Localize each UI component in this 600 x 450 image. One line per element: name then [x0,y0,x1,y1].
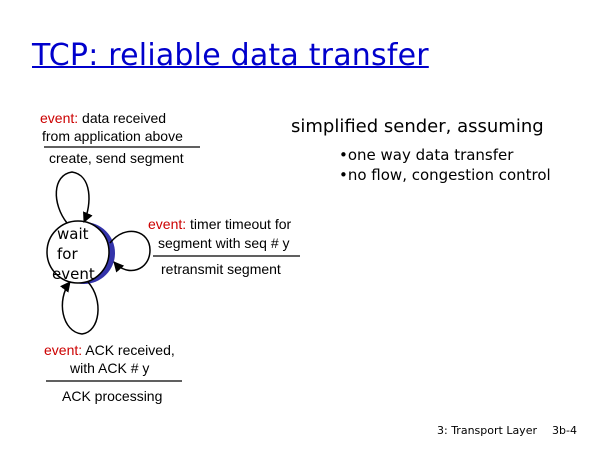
loop-arrow-right [109,230,151,273]
slide-title: TCP: reliable data transfer [32,38,429,73]
transition-bottom-event-line-1: event: ACK received, [44,342,175,358]
assumption-item: •no flow, congestion control [339,166,551,184]
loop-arrow-top [55,171,93,224]
assumptions-list: •one way data transfer •no flow, congest… [339,145,551,185]
transition-top-label: event: data received from application ab… [40,110,200,166]
transition-bottom-label: event: ACK received, with ACK # y ACK pr… [44,342,182,404]
transition-top-action: create, send segment [49,150,184,166]
footer-chapter: 3: Transport Layer [437,424,537,437]
loop-arrow-bottom [60,281,99,335]
state-circle [46,220,110,284]
footer-page-number: 3b-4 [552,424,577,437]
state-wait-for-event: wait for event [46,220,115,284]
assumptions-heading: simplified sender, assuming [291,116,544,137]
state-label-line-3: event [52,265,95,283]
transition-top-event-line-1: event: data received [40,110,166,126]
transition-right-label: event: timer timeout for segment with se… [148,216,300,277]
transition-top-event-line-2: from application above [42,128,183,144]
state-label-line-2: for [57,245,78,263]
assumption-item: •one way data transfer [339,146,514,164]
transition-right-event-line-1: event: timer timeout for [148,216,292,232]
transition-bottom-action: ACK processing [62,388,162,404]
transition-right-action: retransmit segment [161,261,281,277]
transition-right-event-line-2: segment with seq # y [158,235,290,251]
state-label-line-1: wait [57,225,89,243]
transition-bottom-event-line-2: with ACK # y [69,360,149,376]
